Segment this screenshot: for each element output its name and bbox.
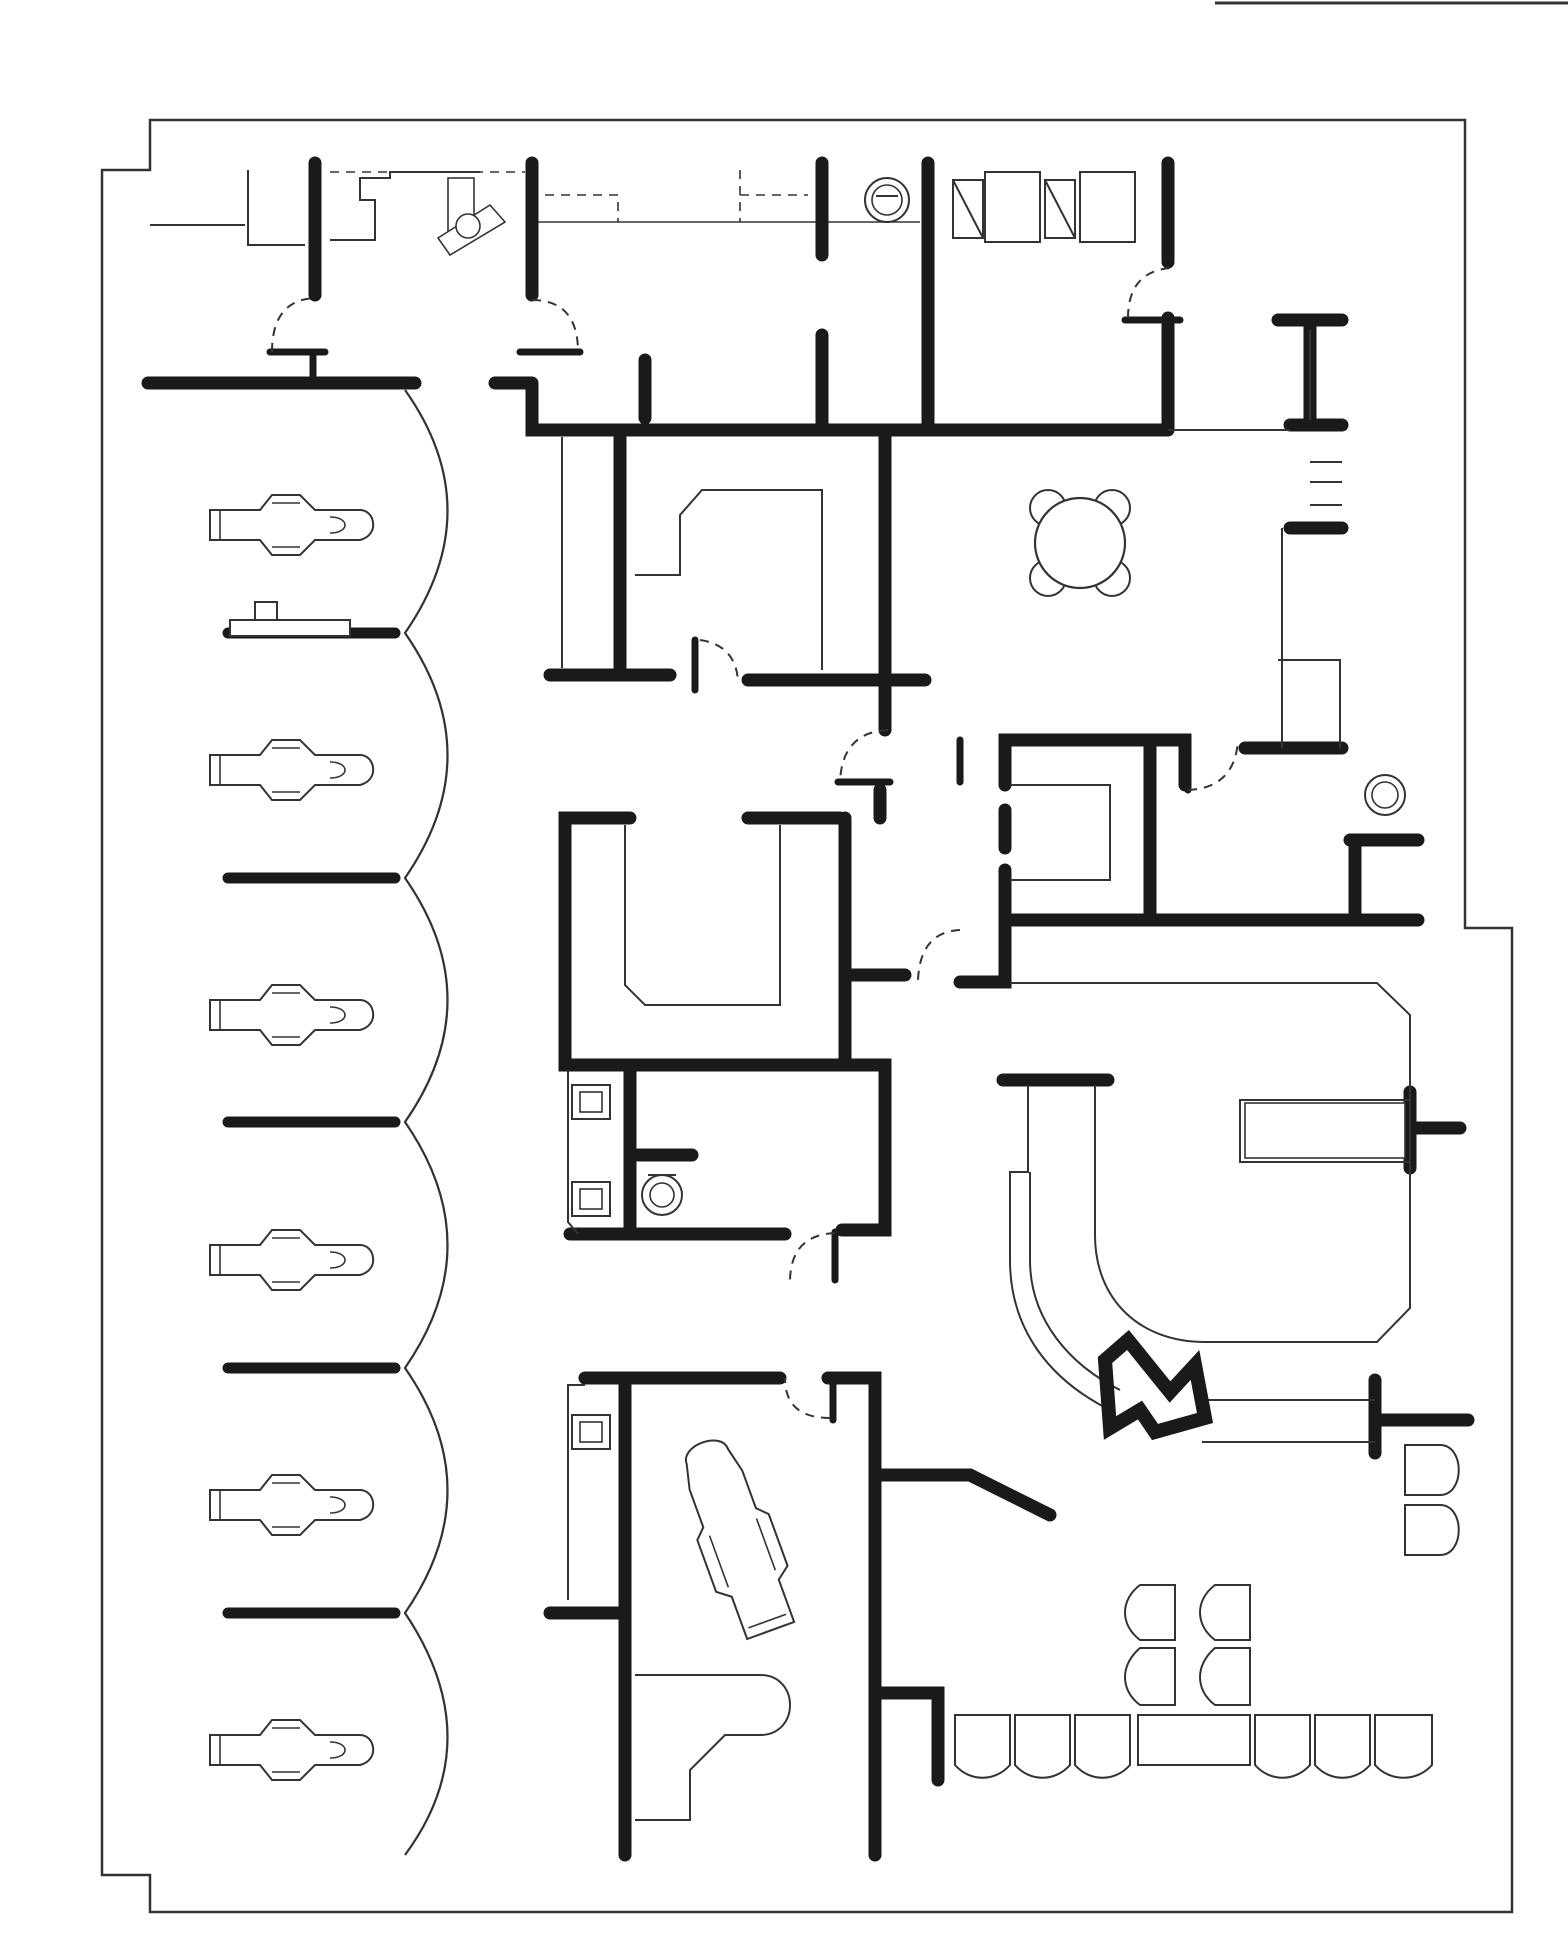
treatment-bay-4 [209,1229,375,1291]
sink-icon [864,177,910,223]
doors [266,267,1239,1424]
bay-partition-arcs [403,389,449,1856]
sink-icon [571,1084,611,1217]
reception [1244,1102,1406,1159]
toilet-icon [641,1174,683,1216]
reception-desk-icon [1244,1102,1406,1159]
instrument-cart-icon [229,601,351,637]
dental-chair-icon [685,1439,796,1641]
armchair-icon [1124,1584,1251,1706]
treatment-bay-1 [209,494,375,637]
top-utility-rooms [150,170,1136,257]
dental-chair-icon [209,1474,375,1536]
armchair-icon [954,1714,1433,1779]
armchair-icon [1404,1444,1460,1556]
sink-icon [1364,774,1406,816]
treatment-bay-5 [209,1474,375,1536]
treatment-bay-3 [209,984,375,1046]
restroom [571,774,1406,1217]
dental-chair-icon [209,1229,375,1291]
walls [141,156,1475,1862]
storage-cabinet-icon [952,171,1136,243]
dental-chair-icon [209,494,375,556]
private-operatory [571,1414,796,1641]
building-outline [100,118,1514,1914]
dental-chair-icon [209,984,375,1046]
round-table-icon [1029,489,1131,597]
sink-icon [571,1414,611,1450]
treatment-bay-6 [209,1719,375,1781]
equipment-icon [436,177,507,257]
staff-lounge [1029,489,1131,597]
waiting-room [954,1444,1460,1779]
treatment-bay-2 [209,739,375,801]
dental-chair-icon [209,739,375,801]
dental-chair-icon [209,1719,375,1781]
